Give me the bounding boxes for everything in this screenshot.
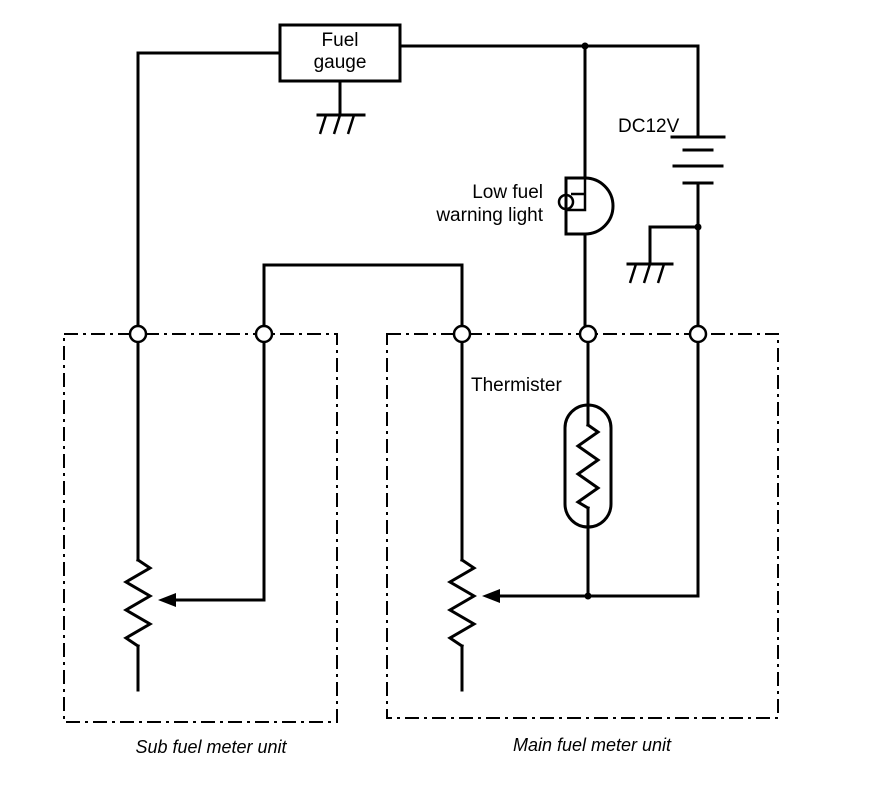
wire-top-right (398, 44, 700, 137)
terminal-node (578, 324, 598, 344)
thermistor-resistor-icon (575, 422, 601, 511)
terminal-node (254, 324, 274, 344)
warning-light-icon (557, 176, 615, 236)
warning-light-label-line2: warning light (435, 205, 543, 226)
fuel-gauge-label-line1: Fuel (322, 30, 359, 51)
battery-icon (670, 135, 726, 185)
battery-ground-icon (626, 225, 700, 284)
supply-voltage-label: DC12V (618, 116, 680, 137)
warning-light-label-line1: Low fuel (472, 182, 543, 203)
wire-crossover (262, 263, 464, 336)
sub-unit-enclosure (63, 333, 338, 723)
main-resistor-icon (447, 557, 477, 649)
main-wiper-wire (494, 332, 700, 598)
main-wiper-arrow (482, 589, 500, 603)
sub-resistor-icon (123, 557, 153, 649)
terminal-node (128, 324, 148, 344)
main-unit-enclosure (386, 333, 779, 719)
terminal-node (452, 324, 472, 344)
sub-wiper-wire (170, 332, 266, 602)
main-unit-label: Main fuel meter unit (513, 735, 672, 755)
fuel-gauge-label-line2: gauge (314, 52, 367, 73)
sub-unit-label: Sub fuel meter unit (135, 737, 287, 757)
sub-wiper-arrow (158, 593, 176, 607)
gauge-ground-icon (316, 79, 366, 135)
terminal-node (688, 324, 708, 344)
thermistor-label: Thermister (471, 375, 562, 396)
